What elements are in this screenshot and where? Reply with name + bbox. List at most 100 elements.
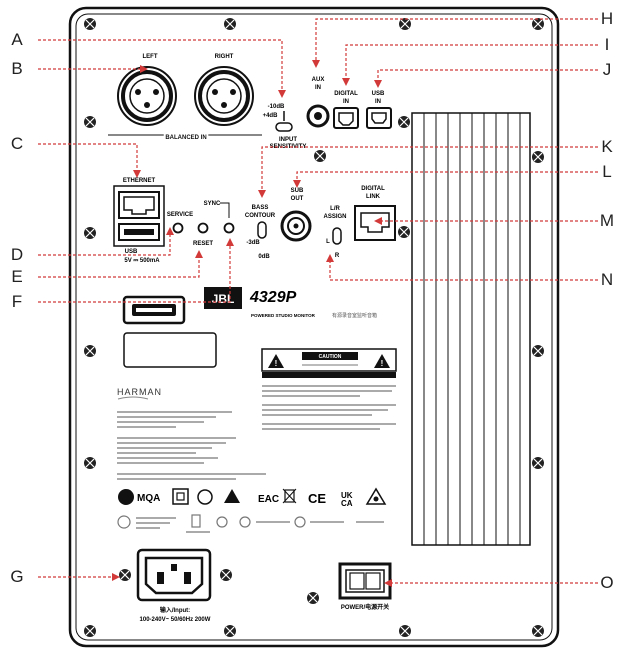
- callout-j: J: [602, 60, 612, 79]
- ukca-mark-ca: CA: [341, 499, 353, 508]
- xlr-left-connector[interactable]: [117, 66, 177, 126]
- lr-assign-label-1: L/R: [330, 206, 340, 212]
- aux-in-label-2: IN: [315, 85, 321, 91]
- bass-contour-switch[interactable]: [257, 221, 267, 239]
- round-cert-mark: [197, 489, 213, 505]
- svg-text:MQA: MQA: [137, 493, 160, 504]
- jbl-logo: JBL: [204, 287, 242, 309]
- xlr-right-connector[interactable]: [194, 66, 254, 126]
- callout-g: G: [10, 567, 24, 586]
- right-input-label: RIGHT: [215, 54, 234, 60]
- service-button[interactable]: [172, 222, 184, 234]
- bass-contour-label-2: CONTOUR: [245, 213, 276, 219]
- callout-line-l: [296, 171, 598, 180]
- callout-lines: [38, 18, 598, 584]
- usb-label: USB: [125, 249, 138, 255]
- screw: [532, 345, 544, 357]
- svg-text:JBL: JBL: [212, 292, 235, 306]
- bass-0-label: 0dB: [258, 254, 270, 260]
- callout-a: A: [11, 30, 23, 49]
- aux-in-jack[interactable]: [306, 104, 330, 128]
- digital-in-label-2: IN: [343, 99, 349, 105]
- screw: [84, 345, 96, 357]
- screw: [314, 150, 326, 162]
- digital-in-label-1: DIGITAL: [334, 91, 358, 97]
- model-name: 4329P: [249, 289, 297, 306]
- svg-text:HARMAN: HARMAN: [117, 387, 162, 397]
- usb-in-port[interactable]: [366, 107, 392, 129]
- callout-m: M: [599, 211, 615, 230]
- input-sensitivity-switch[interactable]: [275, 122, 293, 132]
- callout-d: D: [10, 245, 24, 264]
- ethernet-port[interactable]: [118, 191, 160, 219]
- reset-button[interactable]: [197, 222, 209, 234]
- callout-line-k: [261, 146, 598, 190]
- model-subtitle: POWERED STUDIO MONITOR: [251, 313, 316, 318]
- callout-line-n: [329, 262, 598, 281]
- power-switch-label: POWER/电源开关: [341, 603, 389, 611]
- screw: [119, 569, 131, 581]
- sub-out-connector[interactable]: [280, 210, 312, 242]
- callout-line-d: [38, 235, 171, 256]
- screw: [532, 625, 544, 637]
- callout-h: H: [600, 9, 614, 28]
- eac-mark: EAC: [258, 494, 279, 505]
- sync-bracket: [220, 202, 230, 218]
- bass-minus3-label: -3dB: [246, 240, 260, 246]
- small-cert-row: [117, 514, 384, 533]
- harman-logo: HARMAN: [117, 387, 162, 400]
- callout-line-f: [38, 246, 231, 303]
- usb-power-label: 5V ⎓ 500mA: [124, 258, 160, 264]
- heatsink: [411, 112, 531, 546]
- model-subtitle-cn: 有源录音室监听音箱: [332, 312, 377, 319]
- lr-assign-switch[interactable]: [332, 227, 342, 245]
- sync-led: [223, 222, 235, 234]
- usb-service-port[interactable]: [118, 223, 160, 241]
- callout-arrowheads: [112, 60, 392, 587]
- screw: [84, 116, 96, 128]
- svg-text:!: !: [381, 359, 384, 368]
- digital-link-label-2: LINK: [366, 194, 381, 200]
- power-switch[interactable]: [338, 562, 392, 600]
- callout-line-i: [345, 44, 598, 78]
- sub-out-label-1: SUB: [291, 188, 304, 194]
- callout-e: E: [11, 267, 23, 286]
- digital-link-port[interactable]: [354, 205, 396, 241]
- callout-line-c: [38, 143, 138, 170]
- screw: [532, 18, 544, 30]
- usb-c-connector[interactable]: [122, 295, 186, 325]
- triangle-cert-mark: [224, 489, 240, 503]
- screw: [532, 457, 544, 469]
- screw: [224, 18, 236, 30]
- aux-in-label-1: AUX: [312, 77, 325, 83]
- screw: [220, 569, 232, 581]
- balanced-in-label: BALANCED IN: [165, 135, 206, 141]
- screw: [399, 18, 411, 30]
- ce-mark: CE: [308, 491, 326, 506]
- sens-plus4-label: +4dB: [263, 113, 279, 119]
- screw: [398, 116, 410, 128]
- screw: [398, 226, 410, 238]
- recycle-triangle-icon: [365, 487, 387, 505]
- screw: [84, 18, 96, 30]
- callout-line-h: [315, 18, 598, 60]
- lr-l-label: L: [326, 239, 330, 245]
- callout-b: B: [11, 59, 23, 78]
- certification-marks: MQA EAC CE UK CA: [118, 487, 387, 508]
- warning-label: ! ! CAUTION: [261, 348, 397, 378]
- screw: [399, 625, 411, 637]
- screw: [532, 151, 544, 163]
- lr-r-label: R: [335, 253, 340, 259]
- callout-c: C: [10, 134, 24, 153]
- warning-caution-text: CAUTION: [319, 354, 342, 360]
- callout-f: F: [11, 292, 23, 311]
- ukca-mark-uk: UK: [341, 491, 353, 500]
- ethernet-label: ETHERNET: [123, 178, 156, 184]
- usb-in-label-1: USB: [372, 91, 385, 97]
- callout-o: O: [600, 573, 614, 592]
- ac-power-inlet[interactable]: [136, 548, 212, 602]
- digital-in-optical-port[interactable]: [333, 107, 359, 129]
- sens-minus10-label: -10dB: [268, 104, 285, 110]
